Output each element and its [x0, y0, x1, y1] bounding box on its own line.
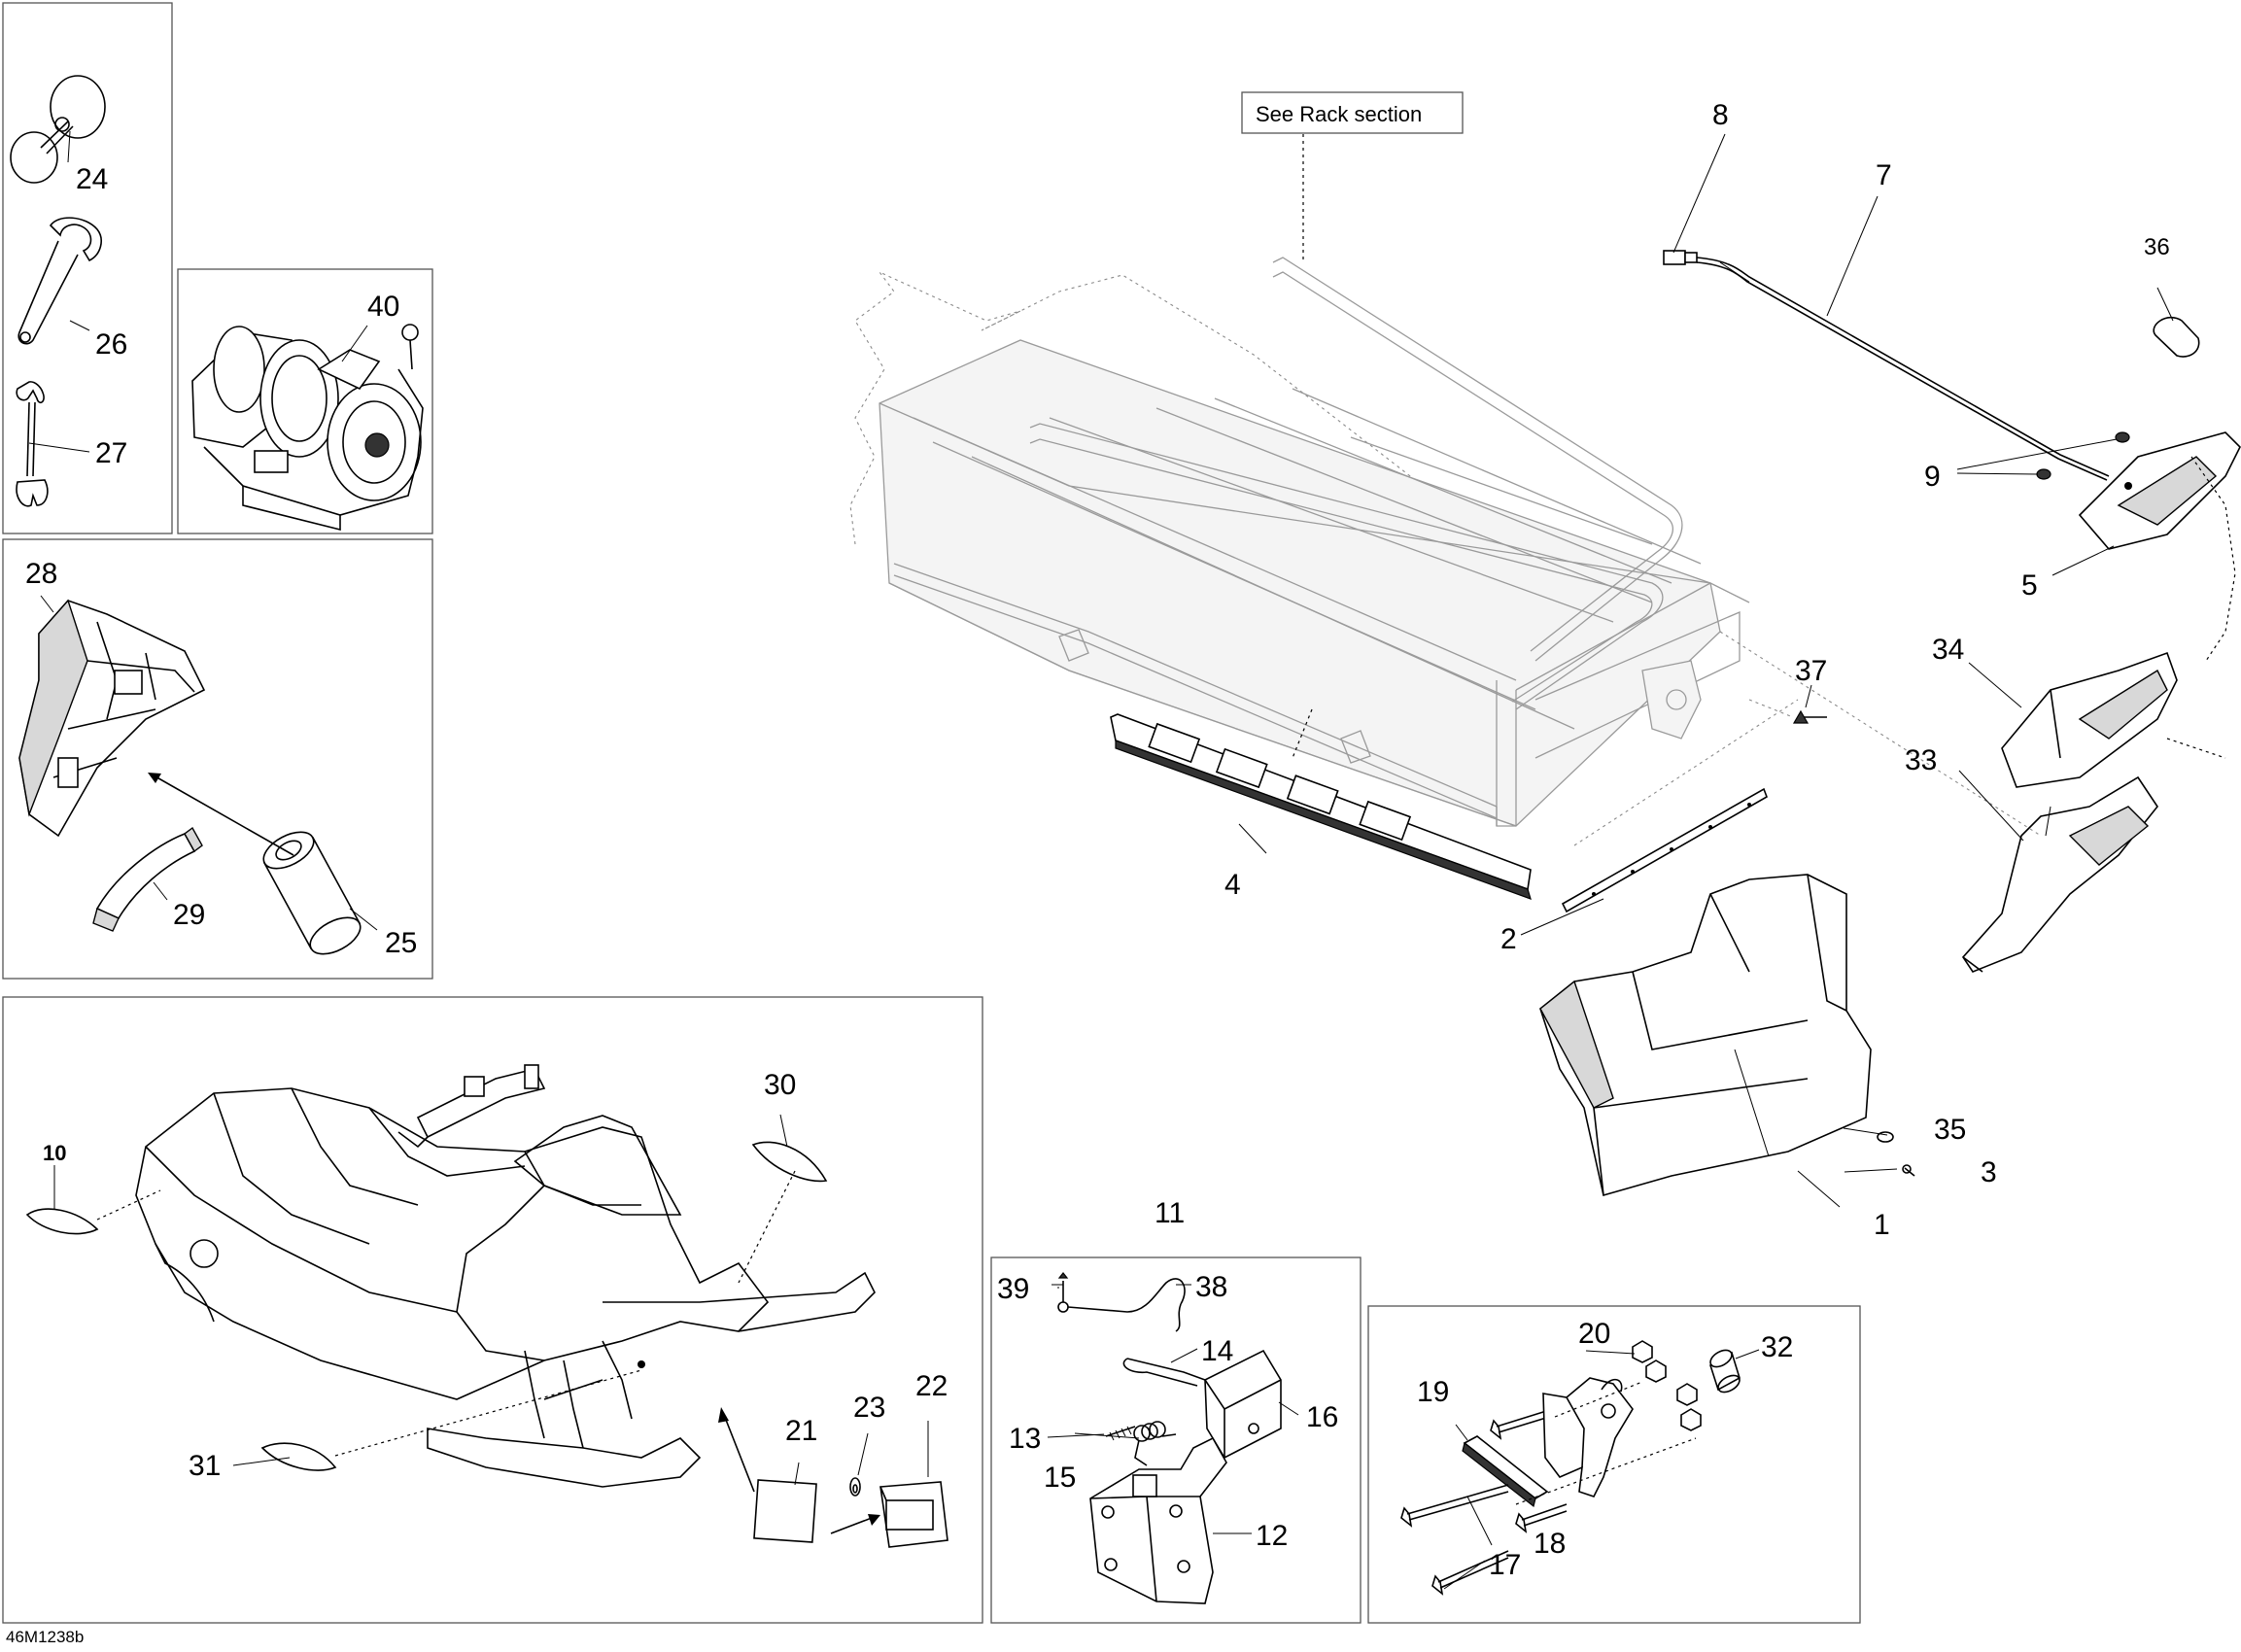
- part-13-spring: [1105, 1426, 1136, 1441]
- reference-code: 46M1238b: [6, 1628, 84, 1646]
- callout-29: 29: [173, 899, 205, 931]
- panel-tunnel-bag: [2, 538, 433, 980]
- part-35-washer: [1877, 1131, 1894, 1143]
- part-2-strip: [1561, 699, 1799, 913]
- see-rack-label: See Rack section: [1256, 102, 1422, 126]
- part-40-winch: [191, 324, 424, 532]
- arrow-plate-to-holder: [830, 1514, 880, 1534]
- panel-winch: [177, 268, 433, 534]
- callout-8: 8: [1712, 99, 1729, 131]
- part-33-lower-housing: [1719, 631, 2158, 973]
- callout-19: 19: [1417, 1376, 1449, 1408]
- part-9-nuts: [2036, 431, 2130, 480]
- callout-37: 37: [1795, 655, 1827, 687]
- part-26-spanner-wrench: [17, 217, 102, 345]
- part-19-plate: [1462, 1435, 1549, 1508]
- snowmobile: [135, 1064, 876, 1488]
- callout-15: 15: [1044, 1462, 1076, 1494]
- part-27-open-end-wrench: [16, 381, 49, 507]
- part-21-plate: [753, 1479, 817, 1543]
- part-20-nuts: [1632, 1340, 1702, 1431]
- callout-23: 23: [853, 1392, 885, 1424]
- callout-38: 38: [1195, 1271, 1227, 1303]
- part-29-strap: [92, 826, 203, 932]
- part-10-decal: [25, 1189, 161, 1235]
- see-rack-note: See Rack section: [1241, 91, 1464, 262]
- callout-24: 24: [76, 163, 108, 195]
- part-30-decal: [738, 1141, 828, 1284]
- part-34-upper-housing: [2001, 651, 2226, 788]
- part-14-hairpin: [1122, 1358, 1206, 1387]
- callout-16: 16: [1306, 1401, 1338, 1433]
- part-38-lanyard: [1067, 1278, 1186, 1332]
- panel-hitch: [990, 1256, 1362, 1624]
- callout-17: 17: [1489, 1549, 1521, 1581]
- callout-2: 2: [1500, 923, 1517, 955]
- part-12-hitch-plate: [1089, 1436, 1227, 1604]
- callout-28: 28: [25, 558, 57, 590]
- arrow-to-snowmobile: [718, 1407, 755, 1493]
- callout-36: 36: [2144, 234, 2170, 260]
- callout-27: 27: [95, 437, 127, 469]
- callout-32: 32: [1761, 1331, 1793, 1363]
- callouts: 24 26 27 40 28 29 25 4 2 8 7 36 9 5 34 3…: [25, 99, 2170, 1581]
- panel-hitch-bracket: [1367, 1305, 1861, 1624]
- rack-assembly: [849, 257, 1750, 827]
- callout-33: 33: [1905, 744, 1937, 776]
- part-8-connector: [1663, 250, 1698, 265]
- callout-30: 30: [764, 1069, 796, 1101]
- part-1-mud-flap: [1539, 874, 1872, 1197]
- part-39-pin: [1057, 1272, 1069, 1313]
- callout-25: 25: [385, 927, 417, 959]
- part-22-holder: [879, 1481, 948, 1548]
- callout-20: 20: [1578, 1318, 1610, 1350]
- part-24-mirror: [10, 75, 106, 184]
- callout-26: 26: [95, 328, 127, 361]
- panel-decals: [2, 996, 983, 1624]
- callout-9: 9: [1924, 461, 1941, 493]
- callout-11: 11: [1155, 1197, 1185, 1229]
- part-3-screw: [1902, 1164, 1915, 1177]
- callout-10: 10: [43, 1141, 66, 1165]
- callout-3: 3: [1981, 1156, 1997, 1188]
- callout-4: 4: [1224, 869, 1241, 901]
- part-17-bolts: [1400, 1406, 1568, 1596]
- part-32-bushing: [1709, 1349, 1741, 1394]
- part-25-canister: [262, 831, 362, 955]
- callout-21: 21: [785, 1415, 817, 1447]
- arrow-canister-to-bag: [148, 773, 294, 856]
- part-16-block: [1204, 1349, 1282, 1460]
- callout-12: 12: [1256, 1520, 1288, 1552]
- callout-1: 1: [1874, 1209, 1890, 1241]
- panel-tools: [2, 2, 173, 534]
- part-36-bulb: [2153, 316, 2200, 358]
- part-5-tail-light: [2078, 431, 2241, 662]
- part-18-bracket: [1515, 1377, 1697, 1505]
- callout-35: 35: [1934, 1114, 1966, 1146]
- callout-22: 22: [915, 1370, 948, 1402]
- part-4-side-panel: [1110, 708, 1532, 900]
- callout-14: 14: [1201, 1335, 1233, 1367]
- part-37-rivet: [1748, 699, 1827, 724]
- part-15-spring-latch: [1133, 1421, 1177, 1466]
- callout-7: 7: [1876, 159, 1892, 191]
- leader-lines: [28, 130, 2174, 1590]
- callout-5: 5: [2021, 569, 2038, 602]
- callout-31: 31: [189, 1450, 221, 1482]
- callout-40: 40: [367, 291, 399, 323]
- callout-39: 39: [997, 1273, 1029, 1305]
- part-23-clip: [849, 1477, 861, 1497]
- part-28-tunnel-bag: [18, 599, 206, 838]
- part-31-decal: [260, 1369, 642, 1471]
- callout-34: 34: [1932, 634, 1964, 666]
- callout-13: 13: [1009, 1423, 1041, 1455]
- part-7-harness: [1696, 257, 2110, 481]
- callout-18: 18: [1534, 1528, 1566, 1560]
